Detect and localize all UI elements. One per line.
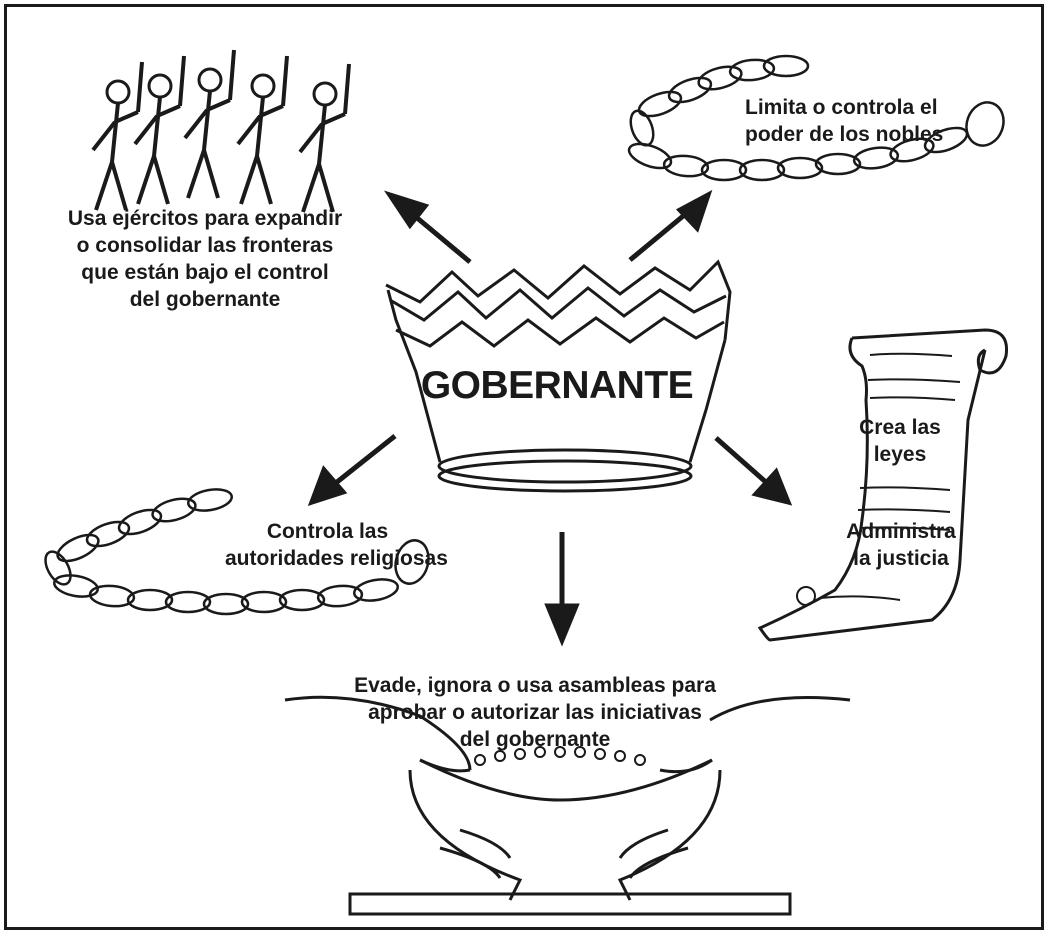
- arrow-icon: [307, 434, 397, 506]
- armies-line: que están bajo el control: [81, 261, 329, 284]
- religious-line: autoridades religiosas: [225, 547, 448, 570]
- assemblies-label: Evade, ignora o usa asambleas para aprob…: [335, 672, 735, 753]
- hands-icon: [284, 695, 851, 916]
- soldiers-icon: [91, 48, 351, 214]
- arrow-icon: [544, 532, 580, 647]
- arrow-icon: [628, 189, 713, 262]
- diagram-frame: [4, 4, 1044, 930]
- ruler-title: GOBERNANTE: [420, 364, 694, 407]
- religious-label: Controla las autoridades religiosas: [225, 518, 448, 572]
- armies-line: o consolidar las fronteras: [76, 234, 334, 257]
- arrow-icon: [383, 190, 472, 264]
- armies-line: del gobernante: [129, 288, 281, 311]
- justice-line: la justicia: [853, 547, 949, 570]
- religious-line: Controla las: [266, 520, 389, 543]
- nobles-line: Limita o controla el: [745, 96, 938, 119]
- assemblies-line: del gobernante: [459, 728, 611, 751]
- laws-label: Crea las leyes: [845, 414, 955, 468]
- justice-label: Administra la justicia: [836, 518, 966, 572]
- laws-line: leyes: [873, 443, 927, 466]
- chain-icon: [44, 488, 430, 616]
- armies-label: Usa ejércitos para expandir o consolidar…: [40, 205, 370, 313]
- armies-line: Usa ejércitos para expandir: [67, 207, 343, 230]
- assemblies-line: aprobar o autorizar las iniciativas: [368, 701, 702, 724]
- chain-icon: [627, 54, 1005, 182]
- nobles-label: Limita o controla el poder de los nobles: [745, 94, 943, 148]
- justice-line: Administra: [846, 520, 956, 543]
- arrow-icon: [714, 436, 793, 506]
- assemblies-line: Evade, ignora o usa asambleas para: [354, 674, 716, 697]
- crown-icon: [385, 259, 732, 493]
- laws-line: Crea las: [859, 416, 941, 439]
- scroll-icon: [757, 328, 1009, 642]
- nobles-line: poder de los nobles: [745, 123, 944, 146]
